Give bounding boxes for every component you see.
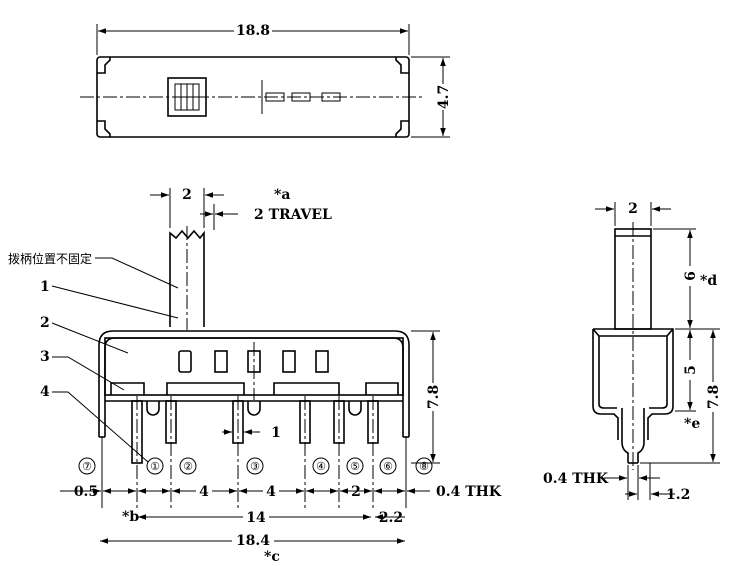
dim-pitch-a: 4 xyxy=(199,484,209,500)
dim-pin-gap: 1 xyxy=(271,425,281,441)
base-step xyxy=(110,382,145,395)
callout-3: 3 xyxy=(40,349,50,365)
side-view: 2 6 *d 5 *e 7.8 0.4 THK 1.2 xyxy=(543,201,722,503)
housing-frame xyxy=(98,330,410,437)
top-contact-mark xyxy=(265,92,285,102)
top-slider-knob xyxy=(167,77,207,117)
dim-pitch-c: 2 xyxy=(351,484,361,500)
contact-window xyxy=(214,350,228,373)
top-contact-mark xyxy=(291,92,311,102)
dim-front-height: 7.8 xyxy=(426,385,442,409)
dim-span: 14 xyxy=(246,510,266,526)
contact-window xyxy=(282,350,296,373)
pin-label: ③ xyxy=(250,460,260,473)
travel-label: 2 TRAVEL xyxy=(254,207,332,223)
callout-1: 1 xyxy=(40,279,50,295)
dim-side-lever-width: 2 xyxy=(628,201,638,217)
contact-window xyxy=(315,350,329,373)
dim-side-body: 5 xyxy=(683,365,699,375)
note-d: *d xyxy=(700,273,717,289)
dim-top-length: 18.8 xyxy=(236,23,270,39)
dim-side-thk: 0.4 THK xyxy=(543,471,609,487)
dim-pitch-b: 4 xyxy=(266,484,276,500)
dim-side-pin-pos: 1.2 xyxy=(666,487,690,503)
note-a: *a xyxy=(274,187,290,203)
dim-side-lever-height: 6 xyxy=(683,271,699,281)
top-contact-mark xyxy=(321,92,341,102)
pin-label: ② xyxy=(183,460,193,473)
callout-4: 4 xyxy=(40,384,50,400)
dim-side-height: 7.8 xyxy=(706,385,722,409)
pin-label: ① xyxy=(150,460,160,473)
dim-front-thk: 0.4 THK xyxy=(436,484,502,500)
pin-label: ⑤ xyxy=(350,460,360,473)
side-body xyxy=(592,328,674,440)
top-corner-tab xyxy=(97,57,111,137)
callout-2: 2 xyxy=(40,315,50,331)
dim-edge: 0.5 xyxy=(74,484,98,500)
pin-label: ⑥ xyxy=(383,460,393,473)
note-c: *c xyxy=(264,549,280,565)
dim-lever-width: 2 xyxy=(182,187,192,203)
note-b: *b xyxy=(122,509,139,525)
pin-labels: ⑦ ① ② ③ ④ ⑤ ⑥ ⑧ xyxy=(78,457,433,475)
top-view: 18.8 4.7 xyxy=(80,22,452,138)
lever xyxy=(169,229,205,327)
front-view: ⑦ ① ② ③ ④ ⑤ ⑥ ⑧ 2 *a 2 TRAVEL 拨柄位置不 xyxy=(8,187,502,565)
pin-label: ④ xyxy=(316,460,326,473)
dim-end: 2.2 xyxy=(379,510,403,526)
pin-label: ⑧ xyxy=(419,460,429,473)
chinese-note: 拨柄位置不固定 xyxy=(8,251,92,266)
pins xyxy=(101,396,407,508)
note-e: *e xyxy=(684,416,700,432)
side-pin xyxy=(621,408,645,463)
contact-window xyxy=(178,350,192,373)
dim-top-width: 4.7 xyxy=(436,85,452,109)
dim-overall: 18.4 xyxy=(236,533,270,549)
pin-label: ⑦ xyxy=(82,460,92,473)
top-corner-tab xyxy=(395,57,409,137)
